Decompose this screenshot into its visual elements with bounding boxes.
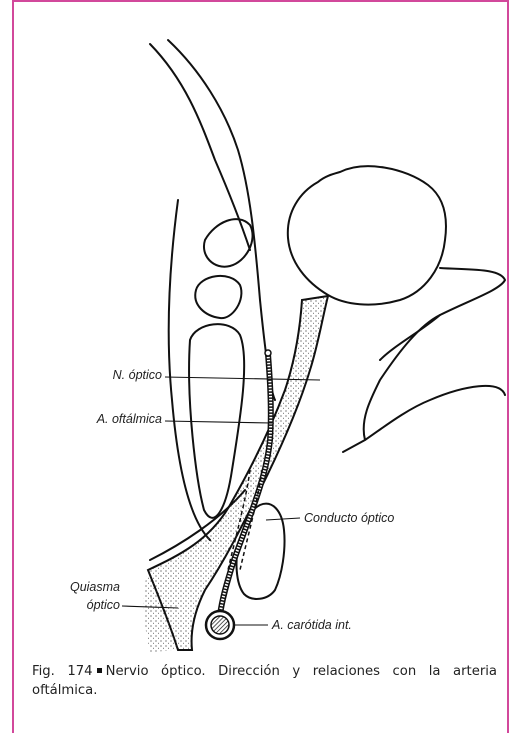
bullet-icon xyxy=(97,668,102,673)
label-quiasma-optico: óptico xyxy=(40,598,120,613)
label-conducto-optico: Conducto óptico xyxy=(304,511,394,526)
ethmoid-cell-lower xyxy=(189,324,244,518)
label-n-optico: N. óptico xyxy=(40,368,162,383)
optic-nerve xyxy=(148,296,328,650)
greater-wing xyxy=(380,315,440,360)
label-a-oftalmica: A. oftálmica xyxy=(40,412,162,427)
ethmoid-cell-upper xyxy=(204,219,253,267)
orbital-wall-outer xyxy=(168,40,275,400)
caption-text: Nervio óptico. Dirección y relaciones co… xyxy=(32,664,497,698)
figure-number: Fig. 174 xyxy=(32,664,93,679)
leader-a-oftalmica xyxy=(165,421,272,423)
temporal-bone xyxy=(343,268,505,452)
ethmoid-cell-middle xyxy=(195,276,241,318)
label-quiasma: Quiasma xyxy=(40,580,120,595)
eyeball xyxy=(288,166,446,304)
label-carotida-int: A. carótida int. xyxy=(272,618,352,633)
